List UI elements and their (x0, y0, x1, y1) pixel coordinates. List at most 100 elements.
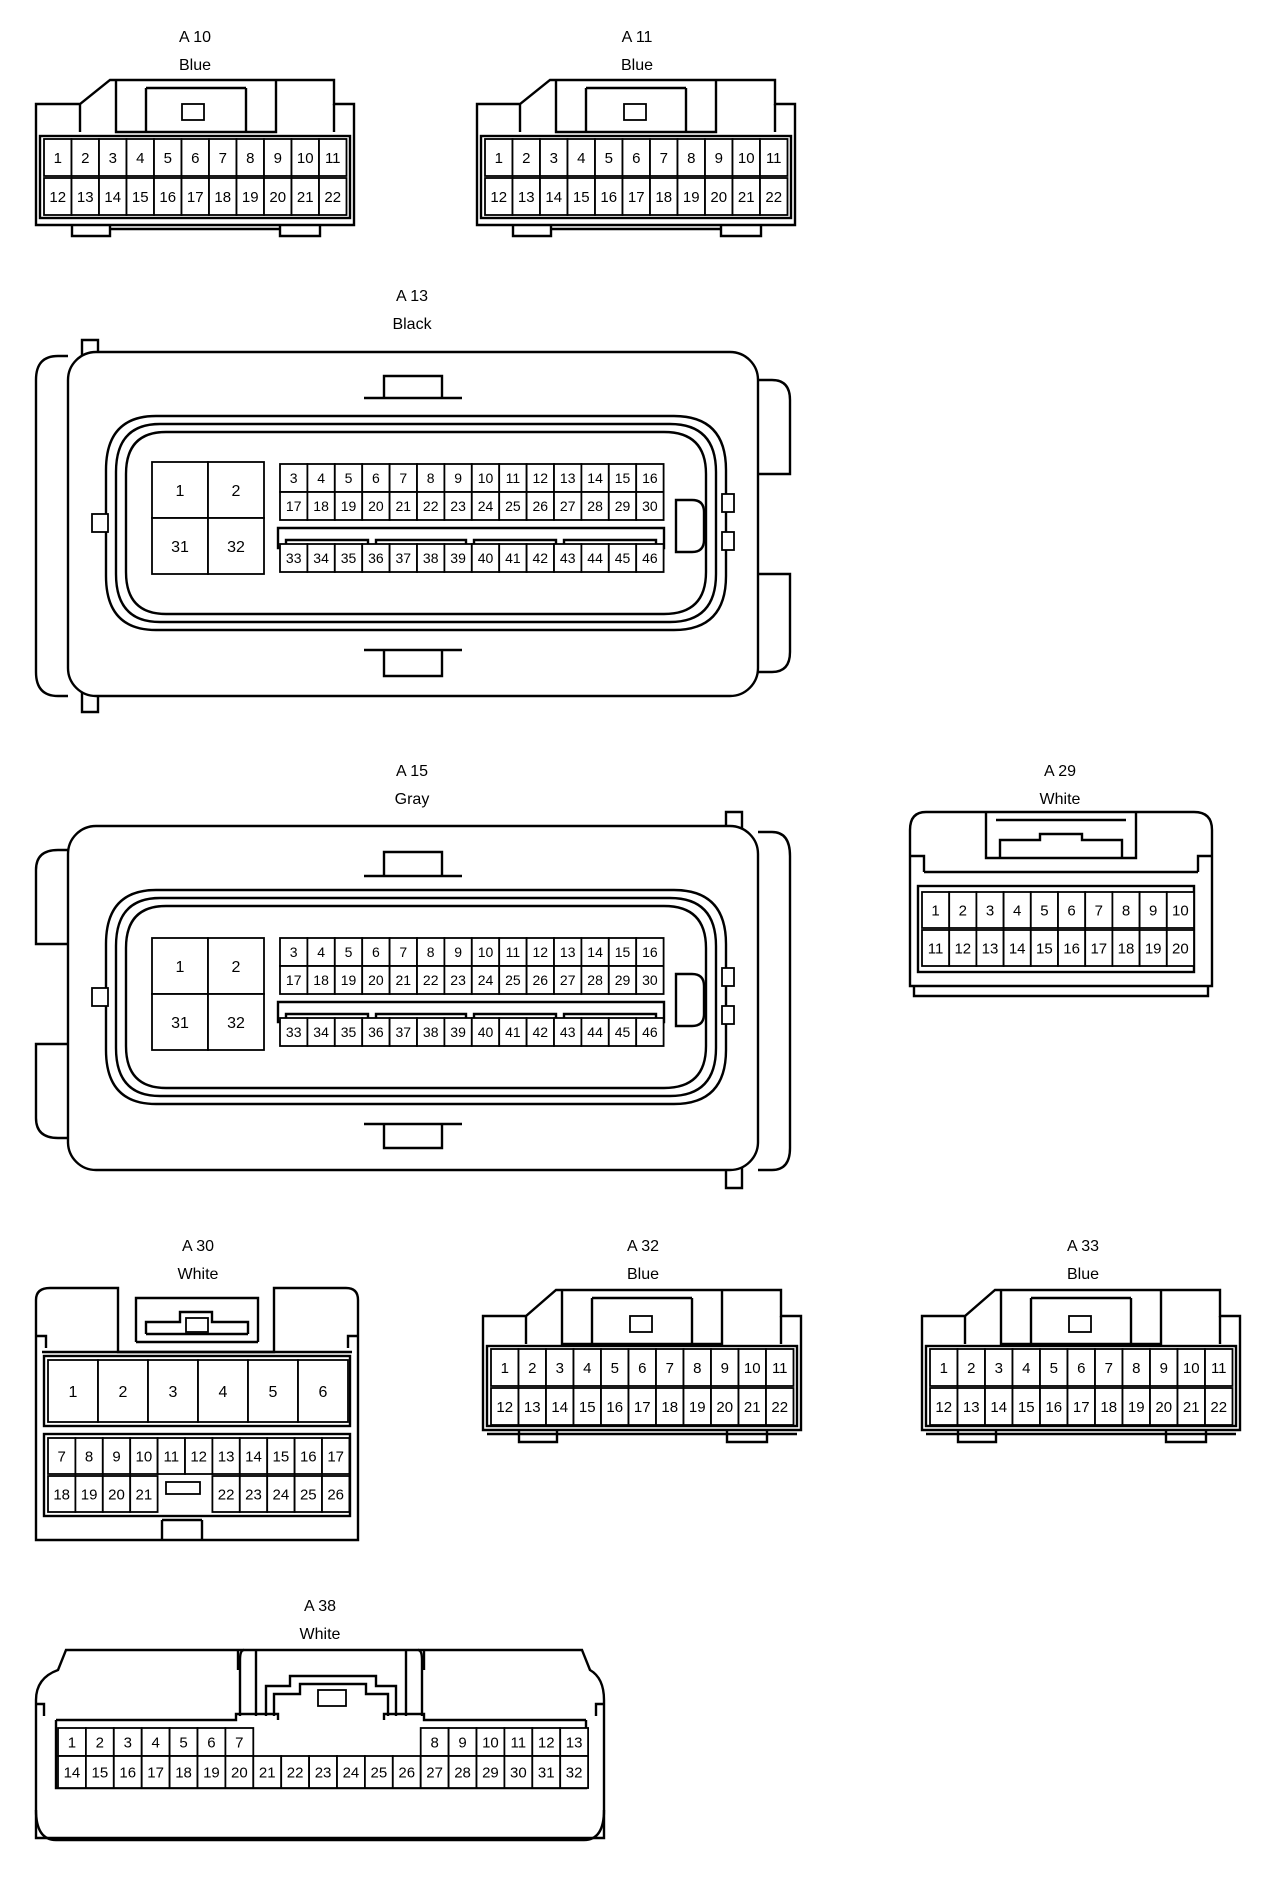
pin-number-A33-19: 19 (1128, 1399, 1145, 1416)
pin-number-A33-20: 20 (1155, 1399, 1172, 1416)
pin-number-A38-6: 6 (207, 1734, 215, 1751)
pin-number-A13-23: 23 (450, 498, 466, 514)
pin-number-A29-10: 10 (1172, 902, 1189, 919)
pin-cell (416, 543, 446, 573)
pin-cell (676, 138, 706, 177)
pin-number-A38-5: 5 (179, 1734, 187, 1751)
pin-number-A15-14: 14 (587, 944, 603, 960)
pin-cell (74, 1437, 104, 1475)
pin-number-A30-13: 13 (218, 1448, 235, 1465)
pin-cell (208, 177, 238, 216)
pin-number-A13-44: 44 (587, 550, 603, 566)
pin-number-A29-5: 5 (1040, 902, 1048, 919)
pin-cell (153, 177, 183, 216)
pin-number-A38-3: 3 (124, 1734, 132, 1751)
pin-cell (484, 177, 514, 216)
pin-number-A13-14: 14 (587, 470, 603, 486)
pin-number-A29-6: 6 (1067, 902, 1075, 919)
pin-cell (336, 1755, 366, 1789)
pin-number-A30-11: 11 (164, 1448, 180, 1465)
pin-cell (737, 1348, 767, 1387)
pin-number-A11-4: 4 (577, 150, 585, 167)
pin-number-A15-11: 11 (506, 944, 521, 960)
pin-number-A11-14: 14 (545, 189, 562, 206)
pin-number-A13-40: 40 (478, 550, 494, 566)
pin-number-A32-3: 3 (556, 1360, 564, 1377)
pin-number-A32-9: 9 (721, 1360, 729, 1377)
pin-cell (129, 1437, 159, 1475)
pin-number-A33-1: 1 (940, 1360, 948, 1377)
pin-cell (539, 138, 569, 177)
connector-A33-code: A 33 (1067, 1238, 1099, 1255)
pin-cell (580, 965, 610, 995)
pin-number-A32-4: 4 (583, 1360, 591, 1377)
pin-number-A38-10: 10 (482, 1734, 499, 1751)
pin-number-A13-24: 24 (478, 498, 494, 514)
pin-number-A11-6: 6 (632, 150, 640, 167)
connector-A38-code: A 38 (304, 1598, 336, 1615)
pin-cell (553, 491, 583, 521)
pin-number-A30-24: 24 (273, 1486, 290, 1503)
pin-number-A10-19: 19 (242, 189, 259, 206)
pin-cell (333, 937, 364, 967)
pin-cell (306, 1017, 336, 1047)
pin-cell (765, 1348, 795, 1387)
pin-cell (600, 1348, 630, 1387)
pin-number-A13-21: 21 (396, 498, 412, 514)
pin-number-A13-29: 29 (615, 498, 631, 514)
connector-A15-code: A 15 (396, 763, 428, 780)
pin-number-A10-3: 3 (109, 150, 117, 167)
pin-number-A33-11: 11 (1211, 1360, 1227, 1377)
pin-number-A29-17: 17 (1090, 940, 1107, 957)
pin-number-A38-18: 18 (175, 1764, 192, 1781)
pin-cell (97, 1359, 149, 1423)
pin-cell (704, 138, 734, 177)
pin-number-A38-8: 8 (430, 1734, 438, 1751)
pin-number-A38-27: 27 (426, 1764, 443, 1781)
pin-number-A13-38: 38 (423, 550, 439, 566)
pin-number-A11-5: 5 (605, 150, 613, 167)
pin-cell (388, 1017, 418, 1047)
pin-number-A15-31: 31 (171, 1015, 189, 1032)
pin-cell (153, 138, 183, 177)
pin-cell (580, 937, 610, 967)
pin-number-A10-22: 22 (324, 189, 341, 206)
pin-number-A15-17: 17 (286, 972, 302, 988)
pin-number-A15-9: 9 (454, 944, 462, 960)
pin-cell (635, 965, 665, 995)
pin-number-A33-8: 8 (1132, 1360, 1140, 1377)
pin-number-A11-10: 10 (738, 150, 755, 167)
pin-cell (235, 138, 265, 177)
pin-cell (1011, 1387, 1041, 1426)
pin-cell (580, 463, 610, 493)
pin-number-A15-23: 23 (450, 972, 466, 988)
pin-number-A13-12: 12 (533, 470, 549, 486)
pin-cell (1084, 891, 1114, 929)
pin-cell (293, 1475, 323, 1513)
pin-cell (607, 965, 638, 995)
pin-cell (333, 543, 364, 573)
pin-cell (1204, 1387, 1234, 1426)
pin-number-A10-4: 4 (136, 150, 144, 167)
pin-number-A10-21: 21 (297, 189, 314, 206)
pin-number-A10-1: 1 (54, 150, 62, 167)
pin-number-A38-17: 17 (147, 1764, 164, 1781)
pin-cell (475, 1755, 506, 1789)
pin-cell (975, 929, 1005, 967)
pin-cell (297, 1359, 349, 1423)
pin-number-A32-11: 11 (772, 1360, 788, 1377)
pin-cell (498, 543, 528, 573)
pin-number-A13-5: 5 (345, 470, 353, 486)
pin-number-A32-1: 1 (501, 1360, 509, 1377)
pin-number-A38-19: 19 (203, 1764, 220, 1781)
pin-number-A15-4: 4 (317, 944, 325, 960)
connector-A33-color: Blue (1067, 1266, 1099, 1283)
pin-number-A13-36: 36 (368, 550, 384, 566)
pin-number-A11-17: 17 (628, 189, 645, 206)
pin-number-A33-12: 12 (935, 1399, 952, 1416)
pin-number-A29-2: 2 (959, 902, 967, 919)
pin-cell (759, 177, 789, 216)
pin-number-A15-1: 1 (176, 959, 185, 976)
